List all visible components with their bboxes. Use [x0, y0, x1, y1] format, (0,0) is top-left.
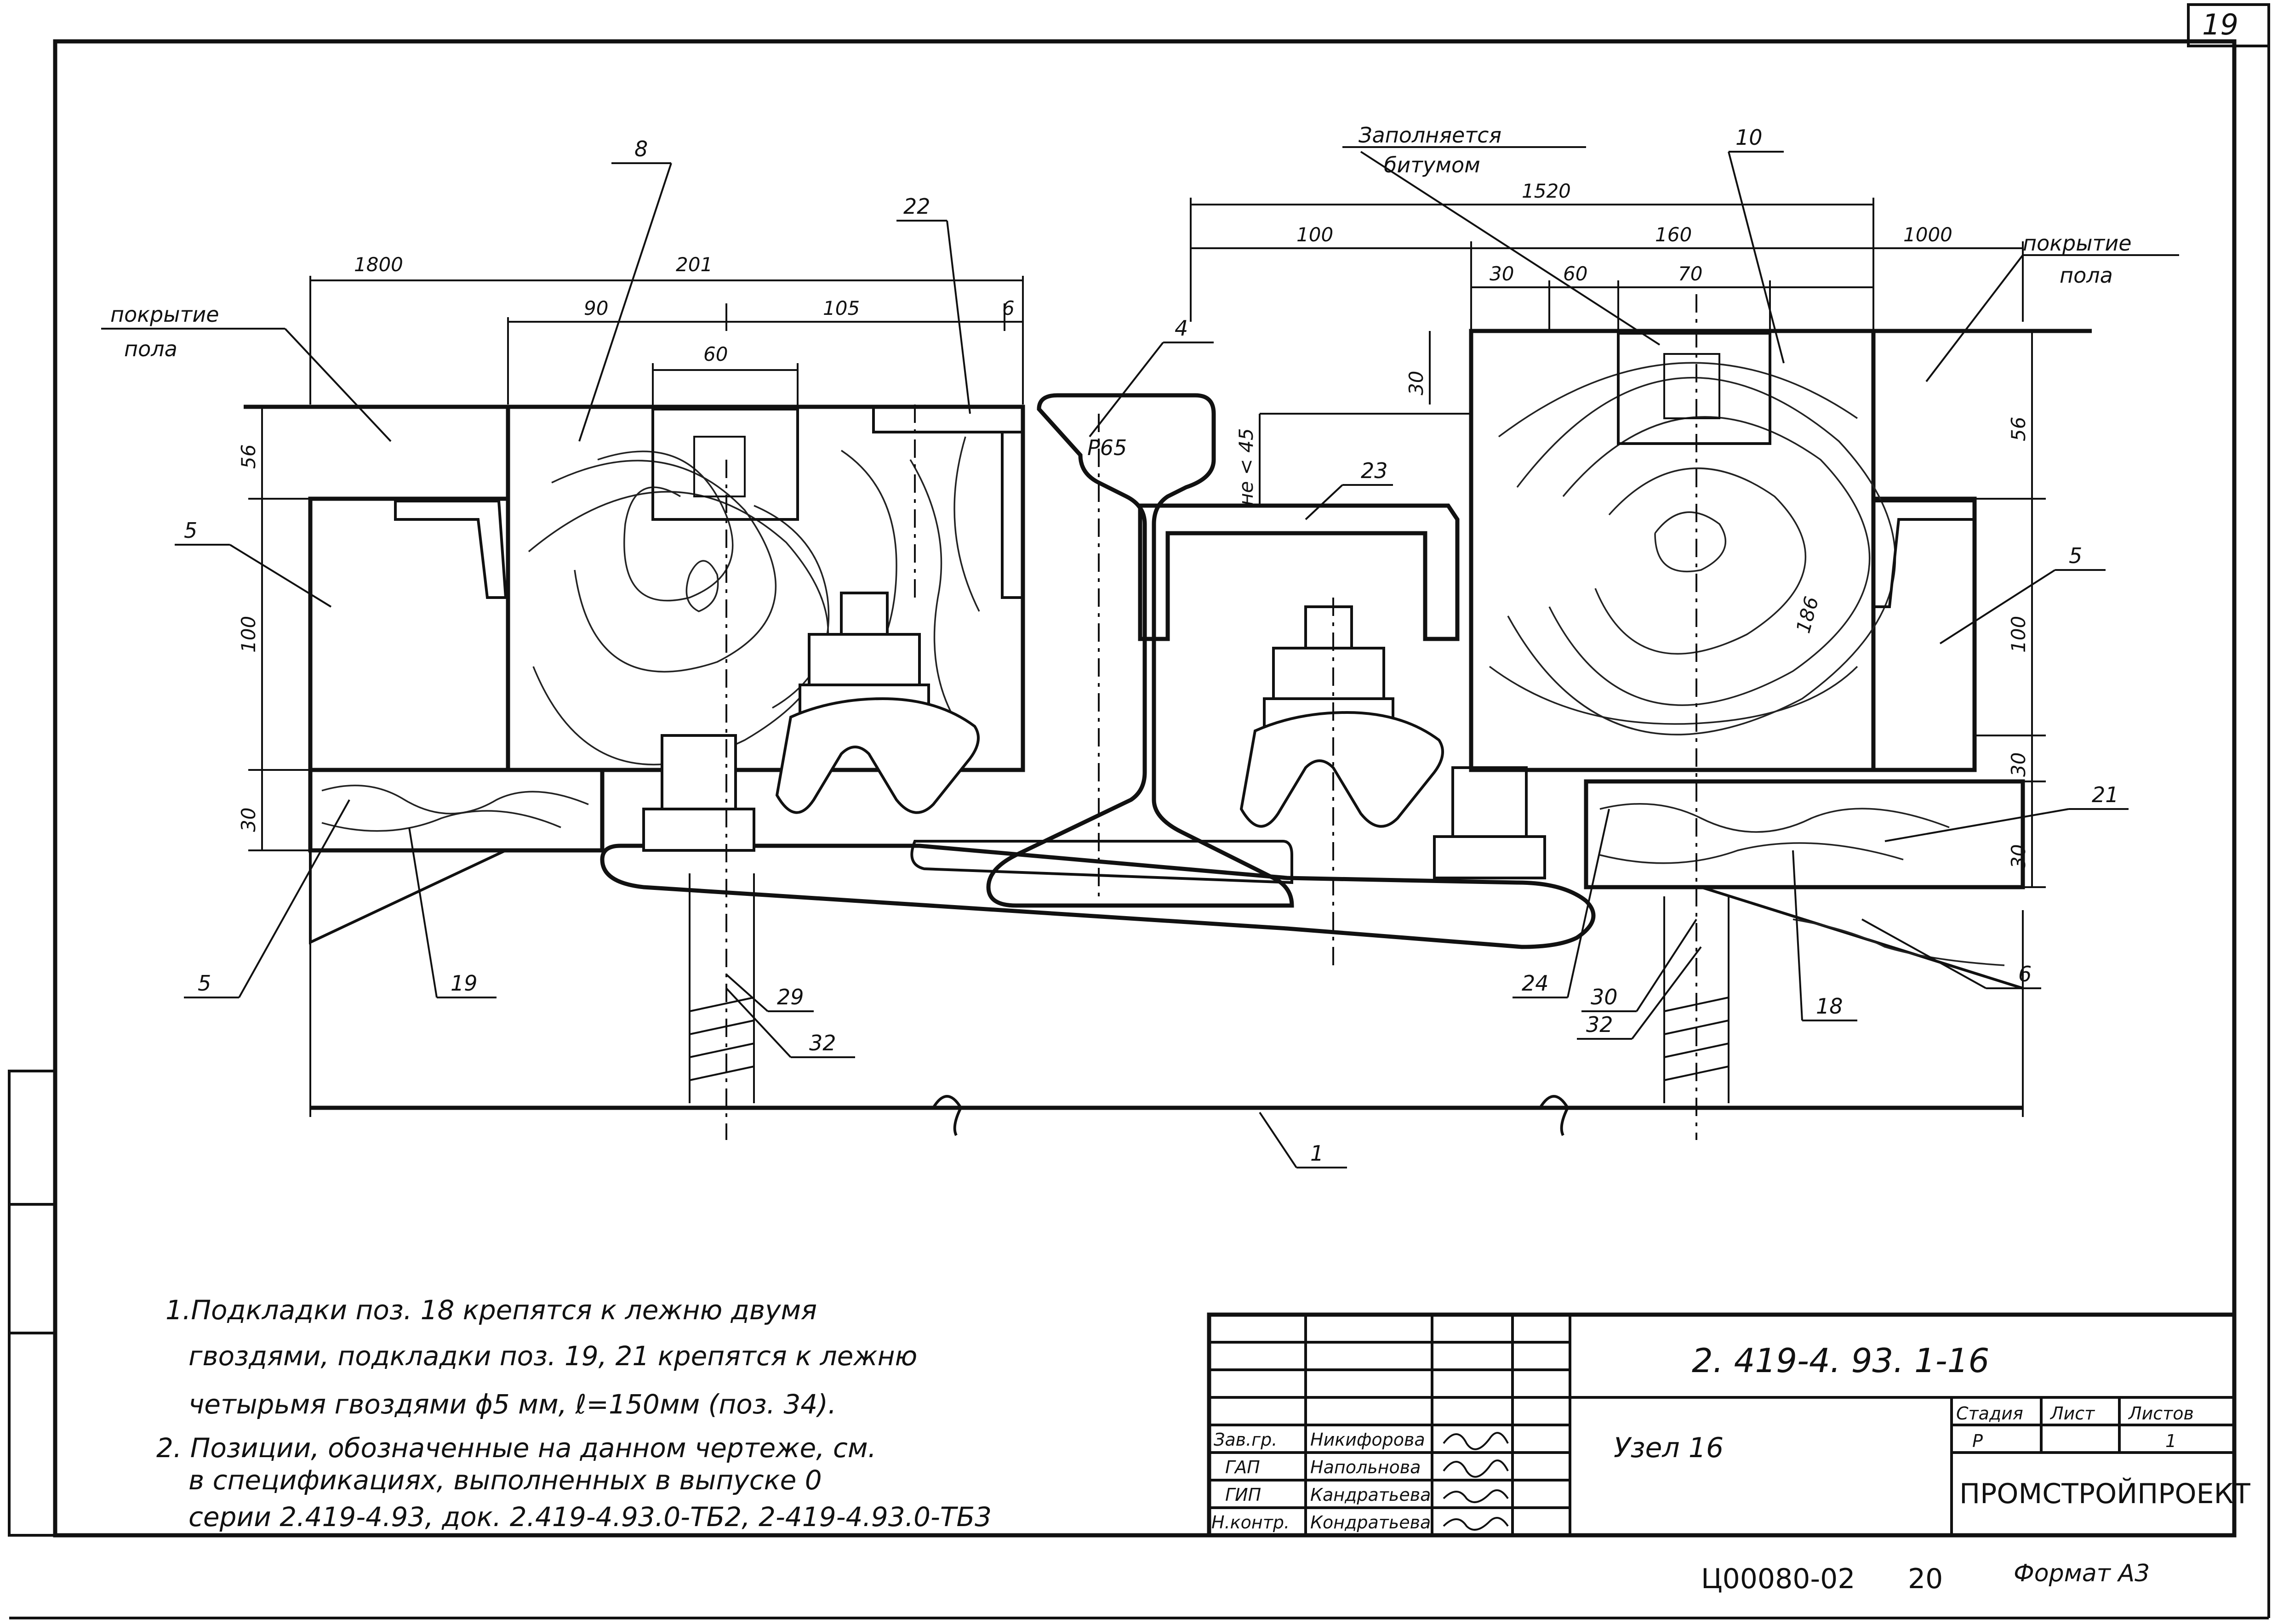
svg-text:Р: Р — [1972, 1431, 1983, 1451]
svg-text:30: 30 — [237, 808, 260, 832]
svg-text:105: 105 — [823, 297, 860, 319]
svg-text:пола: пола — [124, 336, 177, 361]
svg-text:56: 56 — [237, 444, 260, 469]
svg-text:100: 100 — [237, 616, 260, 653]
svg-text:Кондратьева: Кондратьева — [1310, 1512, 1431, 1533]
sheet-number-box — [2187, 3, 2270, 47]
svg-text:160: 160 — [1655, 223, 1692, 246]
svg-text:186: 186 — [1792, 594, 1823, 635]
svg-text:ГИП: ГИП — [1225, 1485, 1261, 1505]
svg-text:6: 6 — [2018, 962, 2032, 986]
svg-text:ГАП: ГАП — [1225, 1457, 1260, 1477]
svg-text:1: 1 — [1310, 1141, 1324, 1166]
svg-text:1520: 1520 — [1522, 180, 1571, 202]
note-line: в спецификациях, выполненных в выпуске 0 — [188, 1464, 822, 1496]
signatures — [1443, 1432, 1509, 1531]
notes: 1.Подкладки поз. 18 крепятся к лежню дву… — [156, 1294, 992, 1533]
svg-text:100: 100 — [2007, 616, 2030, 653]
svg-text:Напольнова: Напольнова — [1310, 1457, 1421, 1477]
organization: ПРОМСТРОЙПРОЕКТ — [1959, 1477, 2250, 1510]
svg-text:8: 8 — [634, 137, 648, 161]
svg-text:30: 30 — [1490, 262, 1514, 285]
svg-text:Н.контр.: Н.контр. — [1211, 1512, 1290, 1533]
node-title: Узел 16 — [1614, 1432, 1724, 1464]
svg-text:1800: 1800 — [354, 253, 403, 276]
doc-code: 2. 419-4. 93. 1-16 — [1692, 1341, 1989, 1380]
note-line: 1.Подкладки поз. 18 крепятся к лежню дву… — [166, 1294, 817, 1326]
sheet-number: 19 — [2202, 8, 2238, 41]
title-block: 2. 419-4. 93. 1-16 Узел 16 Стадия Лист Л… — [1207, 1312, 2250, 1538]
svg-text:56: 56 — [2007, 417, 2030, 441]
svg-text:5: 5 — [198, 971, 211, 996]
page-number: 20 — [1908, 1563, 1943, 1595]
svg-text:30: 30 — [1405, 371, 1427, 395]
svg-text:5: 5 — [184, 518, 197, 543]
svg-text:32: 32 — [809, 1031, 836, 1055]
svg-text:4: 4 — [1175, 316, 1188, 341]
svg-text:1: 1 — [2165, 1431, 2176, 1451]
note-line: гвоздями, подкладки поз. 19, 21 крепятся… — [188, 1340, 917, 1372]
svg-text:Зав.гр.: Зав.гр. — [1214, 1430, 1277, 1450]
svg-text:29: 29 — [777, 985, 804, 1009]
inventory-number: Ц00080-02 — [1701, 1563, 1855, 1595]
note-line: серии 2.419-4.93, док. 2.419-4.93.0-ТБ2,… — [188, 1501, 992, 1533]
svg-text:пола: пола — [2060, 263, 2113, 288]
svg-text:23: 23 — [1361, 458, 1388, 483]
svg-text:Р65: Р65 — [1087, 435, 1127, 460]
svg-text:покрытие: покрытие — [110, 302, 219, 327]
svg-text:100: 100 — [1296, 223, 1333, 246]
note-line: 2. Позиции, обозначенные на данном черте… — [156, 1432, 876, 1464]
svg-text:Стадия: Стадия — [1956, 1403, 2023, 1424]
svg-text:32: 32 — [1586, 1012, 1613, 1037]
svg-text:битумом: битумом — [1384, 153, 1480, 177]
svg-text:60: 60 — [1563, 262, 1587, 285]
svg-text:Листов: Листов — [2128, 1403, 2194, 1424]
svg-text:19: 19 — [451, 971, 478, 996]
svg-text:30: 30 — [2007, 844, 2030, 869]
svg-text:покрытие: покрытие — [2023, 231, 2132, 256]
note-line: четырьмя гвоздями ϕ5 мм, ℓ=150мм (поз. 3… — [188, 1389, 836, 1420]
svg-text:5: 5 — [2069, 543, 2082, 568]
svg-text:201: 201 — [676, 253, 713, 276]
svg-text:21: 21 — [2092, 782, 2119, 807]
svg-text:70: 70 — [1678, 262, 1702, 285]
svg-text:Кандратьева: Кандратьева — [1310, 1485, 1431, 1505]
svg-text:6: 6 — [1002, 297, 1015, 319]
binding-strip — [8, 1070, 57, 1537]
svg-text:не < 45: не < 45 — [1235, 428, 1257, 506]
svg-text:18: 18 — [1816, 994, 1843, 1019]
svg-text:10: 10 — [1735, 125, 1763, 150]
svg-text:30: 30 — [2007, 752, 2030, 777]
section-drawing: 1800 201 90 105 6 60 56 100 30 — [101, 123, 2179, 1168]
svg-text:24: 24 — [1522, 971, 1549, 996]
svg-text:60: 60 — [703, 343, 728, 365]
format-label: Формат А3 — [2014, 1560, 2150, 1587]
outer-frame — [53, 39, 2237, 1538]
svg-text:1000: 1000 — [1903, 223, 1952, 246]
svg-text:30: 30 — [1591, 985, 1618, 1009]
svg-text:22: 22 — [903, 194, 930, 219]
svg-text:Никифорова: Никифорова — [1310, 1430, 1425, 1450]
svg-text:Лист: Лист — [2049, 1403, 2095, 1424]
svg-text:90: 90 — [584, 297, 608, 319]
svg-text:Заполняется: Заполняется — [1359, 123, 1501, 148]
